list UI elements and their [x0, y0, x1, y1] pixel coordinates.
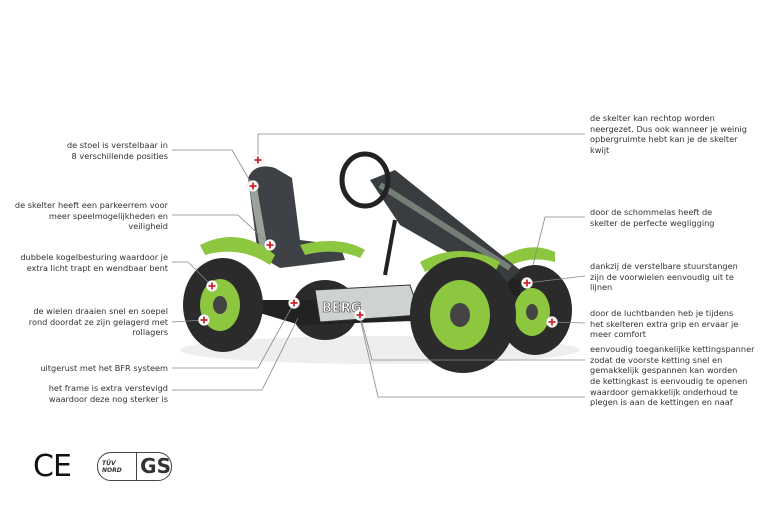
plus-marker-icon	[521, 277, 533, 289]
plus-marker-icon	[198, 314, 210, 326]
callout-bfr: uitgerust met het BFR systeem	[40, 363, 168, 373]
callout-chain-tensioner: eenvoudig toegankelijke kettingspanner z…	[590, 344, 755, 375]
steering-wheel	[339, 151, 391, 209]
callout-upright: de skelter kan rechtop worden neergezet.…	[590, 113, 747, 155]
callout-ball-steering: dubbele kogelbesturing waardoor je extra…	[20, 252, 168, 273]
plus-marker-icon	[206, 280, 218, 292]
plus-marker-icon	[252, 154, 264, 166]
ce-mark: CE	[33, 449, 72, 484]
plus-marker-icon	[264, 239, 276, 251]
plus-marker-icon	[288, 297, 300, 309]
brand-logo: BERG	[322, 301, 361, 316]
callout-tie-rods: dankzij de verstelbare stuurstangen zijn…	[590, 261, 738, 292]
kart-image: BERG	[180, 151, 580, 373]
tuv-nord-logo: TÜV NORD	[102, 459, 122, 474]
callout-swing-axle: door de schommelas heeft de skelter de p…	[590, 207, 715, 228]
plus-marker-icon	[247, 180, 259, 192]
plus-marker-icon	[546, 316, 558, 328]
callout-wheel-bearings: de wielen draaien snel en soepel rond do…	[28, 306, 168, 337]
callout-seat: de stoel is verstelbaar in 8 verschillen…	[66, 140, 168, 161]
callout-lines	[171, 133, 586, 398]
callout-air-tires: door de luchtbanden heb je tijdens het s…	[590, 308, 739, 339]
feature-markers	[198, 154, 558, 328]
callout-chain-case: de kettingkast is eenvoudig te openen wa…	[590, 376, 748, 407]
callout-parking-brake: de skelter heeft een parkeerrem voor mee…	[14, 200, 168, 231]
plus-marker-icon	[354, 309, 366, 321]
gs-logo: GS	[136, 453, 171, 480]
callout-frame: het frame is extra verstevigd waardoor d…	[48, 383, 168, 404]
tuv-gs-mark: TÜV NORD GS	[97, 452, 172, 481]
